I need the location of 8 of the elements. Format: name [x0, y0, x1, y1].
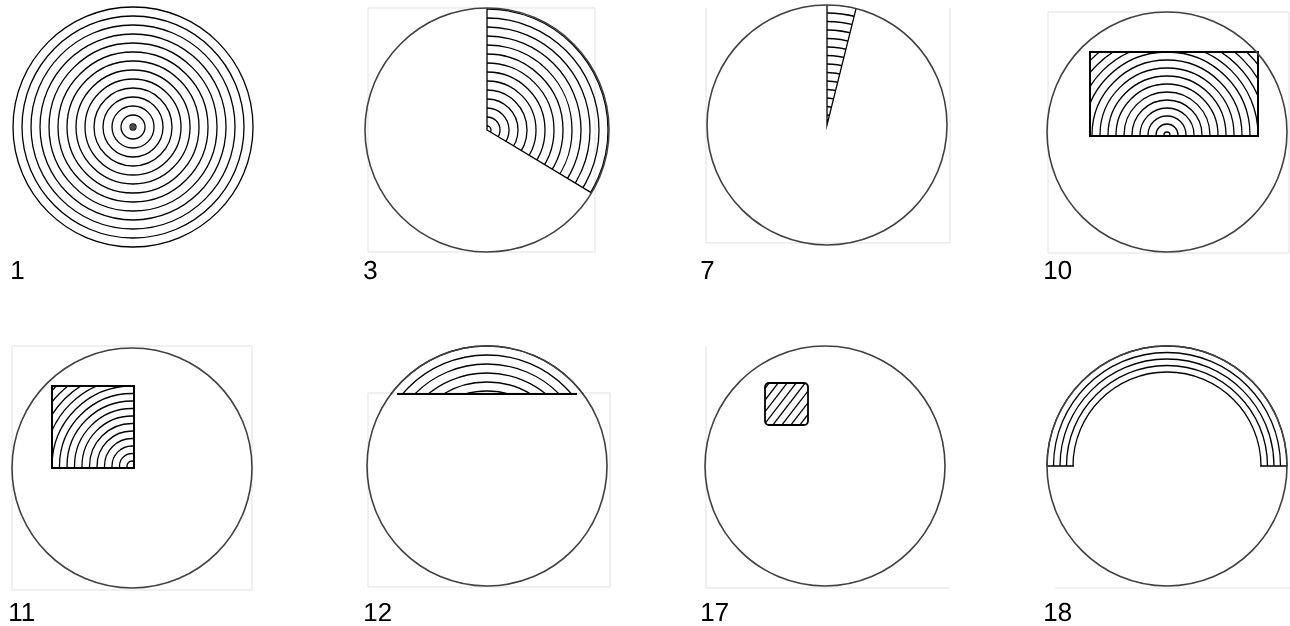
panel-number: 1 — [12, 261, 24, 279]
panel-number: 11 — [10, 603, 34, 621]
panel-number: 17 — [702, 603, 728, 621]
panel-number: 10 — [1045, 260, 1072, 280]
panel-number: 3 — [364, 260, 377, 280]
panel-number: 12 — [365, 602, 391, 622]
panel-number: 18 — [1045, 602, 1071, 622]
panel-number: 7 — [701, 261, 714, 279]
